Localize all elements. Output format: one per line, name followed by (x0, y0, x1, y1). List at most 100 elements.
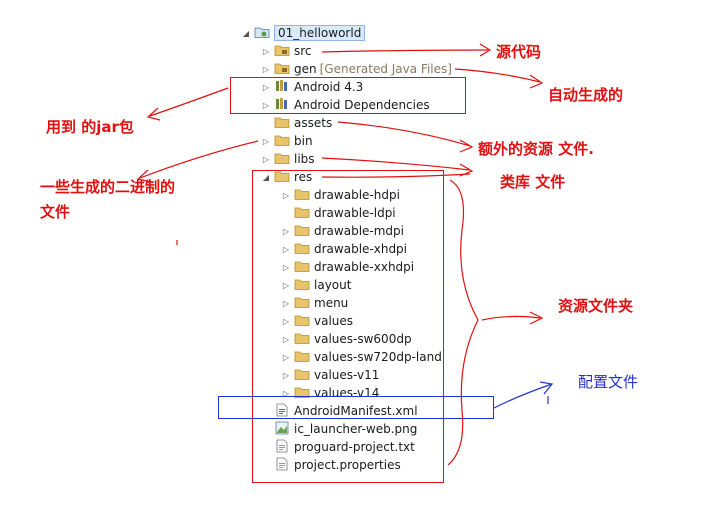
source-folder-icon (274, 63, 290, 74)
tree-item-res-child[interactable]: ▷ values-sw720dp-land (280, 348, 442, 366)
collapsed-arrow-icon[interactable]: ▷ (282, 280, 290, 290)
android-libs-highlight-box (230, 77, 466, 114)
expanded-arrow-icon[interactable]: ◢ (242, 28, 250, 38)
collapsed-arrow-icon[interactable]: ▷ (282, 298, 290, 308)
tree-item-bin[interactable]: ▷ bin (260, 132, 313, 150)
folder-icon (294, 279, 310, 290)
package-explorer-tree: ◢ 01_helloworld ▷ src ▷gen[Generated Java Fi… (236, 0, 460, 518)
arrow-auto-generated (454, 68, 541, 83)
collapsed-arrow-icon[interactable]: ▷ (282, 244, 290, 254)
source-folder-icon (274, 45, 290, 56)
tree-item-label: drawable-mdpi (314, 224, 404, 238)
collapsed-arrow-icon[interactable]: ▷ (282, 352, 290, 362)
collapsed-arrow-icon[interactable]: ▷ (262, 82, 270, 92)
tree-item-label: drawable-ldpi (314, 206, 396, 220)
tree-item-gen[interactable]: ▷gen[Generated Java Files] (260, 60, 452, 78)
collapsed-arrow-icon[interactable]: ▷ (262, 154, 270, 164)
tree-item-res-child[interactable]: ▷ drawable-xhdpi (280, 240, 407, 258)
tree-item-android-deps[interactable]: ▷ Android Dependencies (260, 96, 430, 114)
tree-item-src[interactable]: ▷ src (260, 42, 312, 60)
res-highlight-box (252, 170, 444, 483)
arrowhead-source-code (479, 43, 492, 57)
arrowhead-resource-folder (529, 311, 544, 325)
expanded-arrow-icon[interactable]: ◢ (262, 172, 270, 182)
collapsed-arrow-icon[interactable]: ▷ (262, 46, 270, 56)
folder-icon (294, 225, 310, 236)
tree-item-label: src (294, 44, 312, 58)
library-icon (276, 98, 287, 109)
annotation-config-file: 配置文件 (578, 373, 639, 391)
arrowhead-extra-resources (459, 139, 474, 153)
tree-item-project[interactable]: ◢ 01_helloworld (240, 24, 366, 42)
properties-file-icon (276, 457, 288, 471)
tree-item-label: layout (314, 278, 352, 292)
tree-item-label: 01_helloworld (274, 25, 366, 41)
folder-icon (274, 135, 290, 146)
tree-item-res-child[interactable]: ▷ drawable-mdpi (280, 222, 404, 240)
arrow-config-file (493, 383, 553, 409)
arrowhead-used-jar (146, 107, 161, 121)
collapsed-arrow-icon[interactable]: ▷ (282, 226, 290, 236)
tree-item-label: menu (314, 296, 349, 310)
tree-item-res-child[interactable]: ▷ menu (280, 294, 348, 312)
folder-icon (294, 369, 310, 380)
collapsed-arrow-icon[interactable]: ▷ (262, 100, 270, 110)
tree-item-res-child[interactable]: ▷values-sw600dp (280, 330, 412, 348)
folder-icon (294, 315, 310, 326)
tree-item-android-lib[interactable]: ▷Android 4.3 (260, 78, 363, 96)
collapsed-arrow-icon[interactable]: ▷ (282, 370, 290, 380)
folder-icon (294, 189, 310, 200)
collapsed-arrow-icon[interactable]: ▷ (282, 262, 290, 272)
tree-item-ic-launcher[interactable]: ic_launcher-web.png (260, 420, 417, 438)
tree-item-res-child[interactable]: ▷values (280, 312, 353, 330)
tree-item-label: Android Dependencies (294, 98, 430, 112)
tree-item-res-child[interactable]: ▷ layout (280, 276, 352, 294)
tree-item-res-child[interactable]: ▷ drawable-hdpi (280, 186, 400, 204)
collapsed-arrow-icon[interactable]: ▷ (282, 190, 290, 200)
arrowhead-config-file (539, 381, 554, 395)
tree-item-res[interactable]: ◢ res (260, 168, 312, 186)
tree-item-label: drawable-hdpi (314, 188, 400, 202)
image-file-icon (275, 421, 289, 435)
tree-item-res-child[interactable]: ▷values-v11 (280, 366, 380, 384)
folder-icon (294, 387, 310, 398)
folder-icon (294, 333, 310, 344)
collapsed-arrow-icon[interactable]: ▷ (282, 388, 290, 398)
folder-icon (294, 261, 310, 272)
tree-item-libs[interactable]: ▷ libs (260, 150, 315, 168)
collapsed-arrow-icon[interactable]: ▷ (262, 136, 270, 146)
collapsed-arrow-icon[interactable]: ▷ (282, 334, 290, 344)
tree-item-properties[interactable]: project.properties (260, 456, 401, 474)
annotation-binary-files-line1: 一些生成的二进制的 (40, 178, 176, 196)
tree-item-label: drawable-xhdpi (314, 242, 408, 256)
tree-item-label: assets (294, 116, 333, 130)
tree-item-label: ic_launcher-web.png (294, 422, 418, 436)
annotation-used-jar: 用到 的jar包 (46, 118, 134, 136)
tree-item-manifest[interactable]: AndroidManifest.xml (260, 402, 418, 420)
tree-item-label: AndroidManifest.xml (294, 404, 418, 418)
tree-item-label: values-sw720dp-land (314, 350, 442, 364)
annotation-resource-folder: 资源文件夹 (558, 297, 634, 315)
manifest-highlight-box (218, 396, 494, 419)
folder-icon (274, 171, 290, 182)
tree-item-label: project.properties (294, 458, 401, 472)
tree-item-label: res (294, 170, 313, 184)
folder-icon (294, 297, 310, 308)
annotation-library: 类库 文件 (500, 173, 566, 191)
tree-item-proguard[interactable]: proguard-project.txt (260, 438, 415, 456)
tree-item-decoration: [Generated Java Files] (319, 62, 452, 76)
tree-item-res-child[interactable]: ▷ drawable-xxhdpi (280, 258, 414, 276)
folder-icon (294, 243, 310, 254)
tree-item-label: drawable-xxhdpi (314, 260, 415, 274)
tree-item-label: bin (294, 134, 313, 148)
tree-item-label: libs (294, 152, 315, 166)
project-icon (254, 27, 270, 38)
arrow-resource-folder (481, 315, 541, 321)
folder-icon (294, 351, 310, 362)
annotation-auto-generated: 自动生成的 (548, 86, 624, 104)
tree-item-res-child[interactable]: drawable-ldpi (280, 204, 396, 222)
tree-item-assets[interactable]: assets (260, 114, 332, 132)
collapsed-arrow-icon[interactable]: ▷ (262, 64, 270, 74)
folder-icon (274, 153, 290, 164)
collapsed-arrow-icon[interactable]: ▷ (282, 316, 290, 326)
